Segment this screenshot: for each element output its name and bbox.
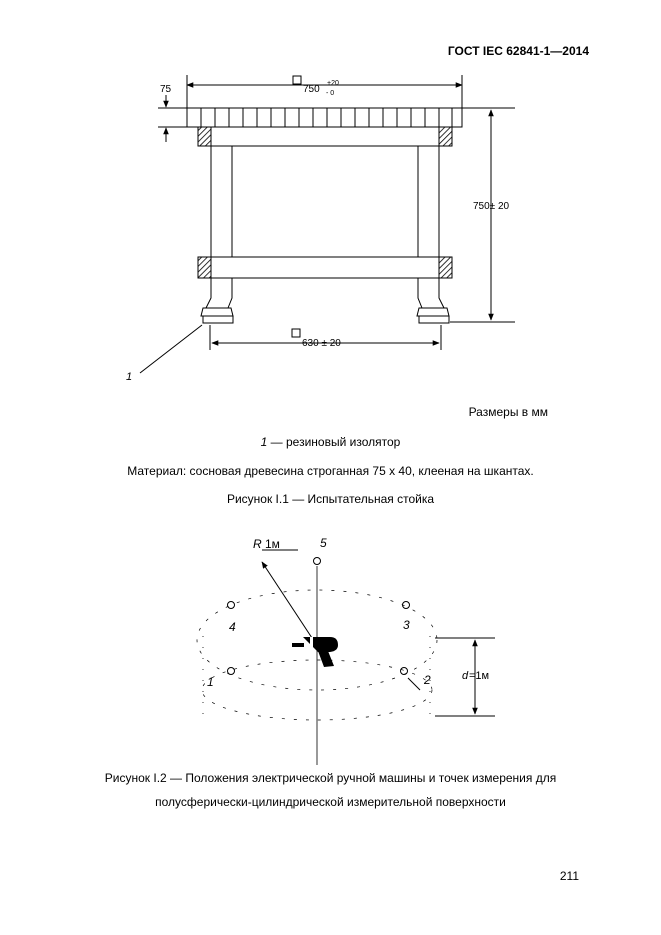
callout-leader — [139, 324, 203, 374]
measurement-diagram — [196, 549, 495, 765]
legend-item: 1 — резиновый изолятор — [0, 435, 661, 449]
rubber-insulator-left — [200, 307, 234, 324]
dim-top-width: 750 — [303, 84, 320, 95]
table-top — [186, 107, 463, 128]
point-label-4: 4 — [229, 620, 236, 634]
measurement-point-1 — [227, 667, 235, 675]
radius-value: 1м — [265, 537, 280, 551]
distance-symbol: d — [462, 670, 469, 682]
page-number: 211 — [559, 869, 579, 883]
point-label-3: 3 — [403, 618, 410, 632]
measurement-point-5 — [313, 557, 321, 565]
legend-text: — резиновый изолятор — [267, 435, 401, 449]
tabletop-slats — [200, 108, 453, 127]
point-label-5: 5 — [320, 536, 327, 550]
measurement-point-4 — [227, 601, 235, 609]
dim-top-tol-plus: +20 — [327, 80, 339, 87]
figure-1-caption: Рисунок I.1 — Испытательная стойка — [226, 492, 435, 506]
point-label-1: 1 — [207, 675, 214, 689]
material-note: Материал: сосновая древесина строганная … — [127, 464, 534, 478]
dim-height: 750± 20 — [473, 201, 510, 212]
units-note: Размеры в мм — [468, 405, 548, 419]
point-label-2: 2 — [423, 673, 431, 687]
figure-2-caption-line-2: полусферически-цилиндрической измеритель… — [155, 795, 506, 809]
distance-value: =1м — [469, 670, 489, 682]
test-stand-drawing — [139, 75, 515, 374]
radius-symbol: R — [253, 537, 262, 551]
dim-bottom-width: 630 ± 20 — [302, 338, 341, 349]
measurement-point-2 — [400, 667, 408, 675]
dim-top-tol-minus: - 0 — [326, 90, 334, 97]
page-header: ГОСТ IEC 62841-1—2014 — [447, 44, 589, 58]
power-drill-icon — [292, 637, 338, 667]
dim-thickness: 75 — [160, 84, 172, 95]
square-symbol — [292, 75, 302, 85]
callout-label: 1 — [126, 371, 132, 383]
measurement-point-3 — [402, 601, 410, 609]
rubber-insulator-right — [416, 307, 450, 324]
figure-2-caption-line-1: Рисунок I.2 — Положения электрической ру… — [104, 771, 557, 785]
legend-number: 1 — [260, 435, 268, 449]
